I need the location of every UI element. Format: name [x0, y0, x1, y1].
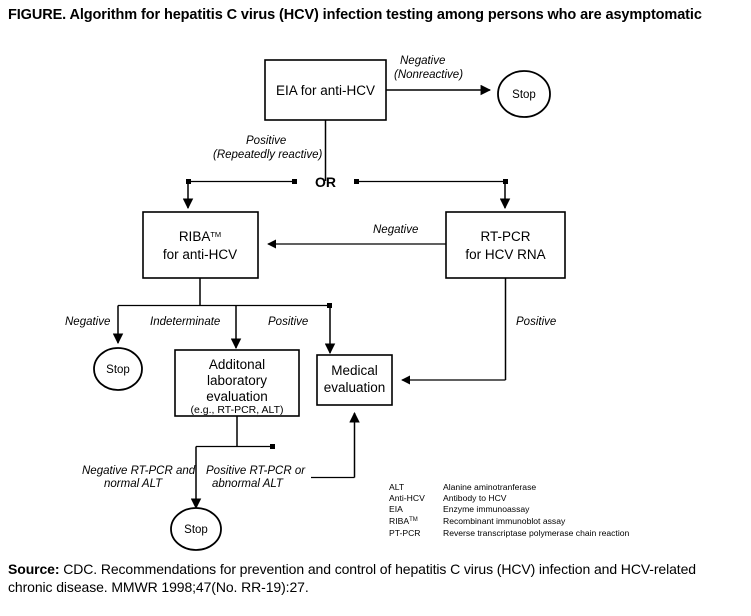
or-junction-label: OR — [315, 174, 336, 190]
edge-label-pos-rtpcr-alt-line1: Positive RT-PCR or — [206, 465, 306, 477]
eia-label: EIA for anti-HCV — [276, 83, 375, 98]
legend-key-1: Anti-HCV — [389, 493, 425, 503]
edge-label-riba-indeterminate: Indeterminate — [150, 316, 220, 328]
junction-dot-left — [292, 179, 297, 184]
node-rtpcr: RT-PCR for HCV RNA — [445, 211, 566, 279]
legend-value-0: Alanine aminotranferase — [443, 482, 536, 492]
edge-label-positive: Positive — [246, 135, 286, 147]
rtpcr-label-line1: RT-PCR — [480, 229, 530, 244]
legend-row-1: Anti-HCV Antibody to HCV — [389, 493, 507, 503]
node-stop-mid: Stop — [93, 347, 143, 391]
stop-mid-label: Stop — [106, 364, 130, 376]
legend-key-3: RIBATM — [389, 516, 418, 526]
edge-label-riba-negative: Negative — [65, 316, 110, 328]
addlab-label-line4: (e.g., RT-PCR, ALT) — [191, 404, 284, 416]
junction-corner-addlab-right — [270, 444, 275, 449]
addlab-label-line1: Additonal — [209, 357, 265, 372]
rtpcr-label-line2: for HCV RNA — [465, 247, 545, 262]
legend-key-0: ALT — [389, 482, 405, 492]
legend-value-3: Recombinant immunoblot assay — [443, 516, 566, 526]
edge-label-rtpcr-negative: Negative — [373, 224, 418, 236]
riba-box — [142, 211, 259, 279]
medeval-label-line1: Medical — [331, 363, 378, 378]
legend-value-1: Antibody to HCV — [443, 493, 507, 503]
addlab-box — [174, 349, 300, 417]
node-stop-bottom: Stop — [170, 507, 222, 551]
legend-key-4: PT-PCR — [389, 528, 421, 538]
riba-label-line1: RIBATM — [179, 229, 221, 244]
edge-label-negative: Negative — [400, 55, 445, 67]
source-label: Source: — [8, 561, 60, 577]
legend-row-3: RIBATM Recombinant immunoblot assay — [389, 516, 566, 526]
edge-label-pos-rtpcr-alt-line2: abnormal ALT — [212, 478, 284, 490]
edge-label-rtpcr-positive: Positive — [516, 316, 556, 328]
stop-top-label: Stop — [512, 89, 536, 101]
edge-label-nonreactive: (Nonreactive) — [394, 69, 463, 81]
edge-label-neg-rtpcr-alt-line2: normal ALT — [104, 478, 163, 490]
legend-value-2: Enzyme immunoassay — [443, 504, 530, 514]
addlab-label-line2: laboratory — [207, 373, 267, 388]
legend-key-2: EIA — [389, 504, 403, 514]
stop-mid-ellipse — [93, 347, 143, 391]
node-eia: EIA for anti-HCV — [264, 59, 387, 121]
flowchart-diagram: EIA for anti-HCV Negative (Nonreactive) … — [65, 55, 630, 551]
stop-top-ellipse — [497, 70, 551, 118]
node-riba: RIBATM for anti-HCV — [142, 211, 259, 279]
medeval-box — [316, 354, 393, 406]
stop-bottom-label: Stop — [184, 524, 208, 536]
legend-row-2: EIA Enzyme immunoassay — [389, 504, 530, 514]
rtpcr-box — [445, 211, 566, 279]
medeval-label-line2: evaluation — [324, 380, 386, 395]
node-addlab: Additonal laboratory evaluation (e.g., R… — [174, 349, 300, 417]
page-title: FIGURE. Algorithm for hepatitis C virus … — [8, 7, 702, 23]
legend-value-4: Reverse transcriptase polymerase chain r… — [443, 528, 630, 538]
junction-dot-right — [354, 179, 359, 184]
source-citation: Source: CDC. Recommendations for prevent… — [8, 560, 733, 596]
stop-bottom-ellipse — [170, 507, 222, 551]
edge-label-repeatedly-reactive: (Repeatedly reactive) — [213, 149, 322, 161]
eia-box — [264, 59, 387, 121]
legend-abbreviations: ALT Alanine aminotranferase Anti-HCV Ant… — [389, 482, 630, 538]
edge-label-riba-positive: Positive — [268, 316, 308, 328]
edge-label-neg-rtpcr-alt-line1: Negative RT-PCR and — [82, 465, 196, 477]
source-text: CDC. Recommendations for prevention and … — [8, 561, 696, 596]
legend-row-0: ALT Alanine aminotranferase — [389, 482, 536, 492]
addlab-label-line3: evaluation — [206, 389, 268, 404]
riba-label-line2: for anti-HCV — [163, 247, 237, 262]
legend-row-4: PT-PCR Reverse transcriptase polymerase … — [389, 528, 630, 538]
node-medeval: Medical evaluation — [316, 354, 393, 406]
node-stop-top: Stop — [497, 70, 551, 118]
